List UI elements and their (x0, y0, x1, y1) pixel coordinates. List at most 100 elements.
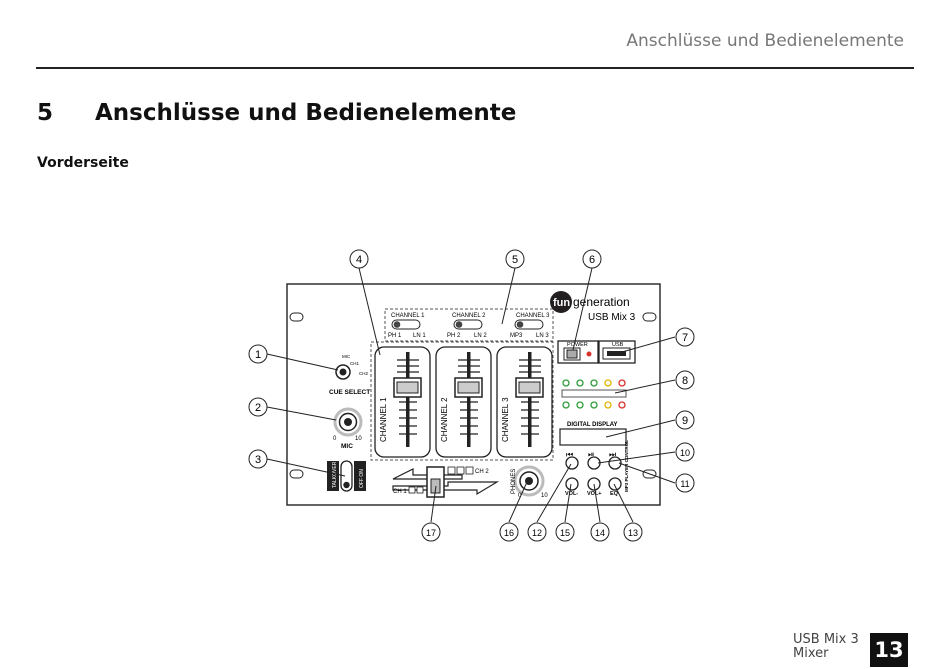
callout-14: 14 (590, 522, 610, 542)
channel-switch-right-2: LN 2 (474, 333, 487, 339)
callout-4: 4 (349, 249, 369, 269)
callout-7: 7 (675, 327, 695, 347)
subsection-title: Vorderseite (37, 155, 129, 171)
callout-13-text: 13 (628, 528, 638, 538)
phones-min: 0 (518, 493, 522, 499)
callout-8: 8 (675, 370, 695, 390)
digital-display (559, 428, 627, 446)
mic-knob-label: MIC (341, 443, 353, 450)
header-rule (36, 67, 914, 69)
fader-label-3: CHANNEL 3 (501, 397, 510, 442)
callout-11: 11 (675, 473, 695, 493)
callout-11-text: 11 (680, 479, 689, 489)
callout-4-text: 4 (356, 254, 362, 266)
talkover-label: TALKOVER (332, 461, 338, 488)
channel-switch-1: CHANNEL 1 PH 1 LN 1 (388, 313, 426, 339)
channel-switch-3: CHANNEL 3 MP3 LN 3 (510, 313, 550, 339)
talkover-switch: TALKOVER OFF ON (327, 460, 366, 492)
callout-12: 12 (527, 522, 547, 542)
brand-generation: generation (573, 295, 630, 309)
mic-knob: 0 10 MIC (333, 407, 363, 450)
callout-17: 17 (421, 522, 441, 542)
footer-product: USB Mix 3 Mixer (793, 633, 859, 661)
callout-5-text: 5 (512, 254, 518, 266)
channel-switch-2: CHANNEL 2 PH 2 LN 2 (447, 313, 487, 339)
callout-9-text: 9 (682, 415, 688, 427)
rack-slot-br (642, 469, 657, 479)
callout-6: 6 (582, 249, 602, 269)
callout-2-text: 2 (255, 402, 261, 414)
usb-port: USB (598, 340, 636, 364)
brand-fun: fun (553, 297, 570, 309)
eq-label: EQ (610, 491, 619, 497)
callout-16-text: 16 (504, 528, 514, 538)
section-number: 5 (37, 100, 54, 126)
vol-minus-label: VOL- (565, 491, 578, 497)
mic-knob-max: 10 (355, 436, 362, 442)
vol-plus-label: VOL+ (587, 491, 602, 497)
channel-switch-title-1: CHANNEL 1 (391, 313, 425, 319)
play-pause-icon: ⏯ (588, 450, 594, 459)
callout-10: 10 (675, 442, 695, 462)
callout-9: 9 (675, 410, 695, 430)
page-number: 13 (870, 633, 908, 667)
digital-display-label: DIGITAL DISPLAY (567, 422, 618, 428)
channel-switch-left-1: PH 1 (388, 333, 402, 339)
callout-8-text: 8 (682, 375, 688, 387)
callout-7-text: 7 (682, 332, 688, 344)
callout-15-text: 15 (560, 528, 570, 538)
callout-1-text: 1 (255, 349, 261, 361)
rack-slot-tl (289, 312, 304, 322)
fader-channel-3: CHANNEL 3 (496, 346, 553, 458)
phones-knob: PHONES 0 10 (511, 465, 548, 499)
cue-label-mic: MIC (342, 354, 351, 359)
callouts: 1 2 3 4 5 6 7 8 9 10 11 17 16 12 15 14 1… (248, 249, 695, 542)
callout-15: 15 (555, 522, 575, 542)
callout-13: 13 (623, 522, 643, 542)
cue-label-ch2: CH2 (359, 371, 368, 376)
next-icon: ⏭ (609, 450, 616, 459)
model-label: USB Mix 3 (588, 312, 636, 323)
callout-5: 5 (505, 249, 525, 269)
rack-slot-tr (642, 312, 657, 322)
callout-16: 16 (499, 522, 519, 542)
prev-icon: ⏮ (566, 450, 573, 459)
fader-channel-2: CHANNEL 2 (435, 346, 492, 458)
cue-select-label: CUE SELECT (329, 389, 370, 396)
crossfader-ch2: CH 2 (475, 469, 489, 475)
leader-lines (266, 267, 676, 523)
callout-12-text: 12 (532, 528, 542, 538)
led-meter (561, 379, 627, 409)
power-label: POWER (567, 342, 588, 348)
fader-group-outline (370, 341, 554, 461)
rack-slot-bl (289, 469, 304, 479)
channel-switch-title-3: CHANNEL 3 (516, 313, 550, 319)
phones-label: PHONES (511, 469, 517, 494)
channel-switch-title-2: CHANNEL 2 (452, 313, 486, 319)
crossfader-ch1: CH 1 (393, 489, 407, 495)
running-header: Anschlüsse und Bedienelemente (626, 31, 904, 51)
callout-6-text: 6 (589, 254, 595, 266)
callout-17-text: 17 (426, 528, 436, 538)
usb-label: USB (612, 342, 624, 348)
channel-switch-right-1: LN 1 (413, 333, 426, 339)
footer-product-line1: USB Mix 3 (793, 632, 859, 647)
cue-select-knob: MIC CH1 CH2 CUE SELECT (329, 354, 370, 396)
mic-knob-min: 0 (333, 436, 337, 442)
cue-label-ch1: CH1 (350, 361, 359, 366)
brand-logo: fun generation (550, 291, 630, 313)
callout-3-text: 3 (255, 454, 261, 466)
fader-channel-1: CHANNEL 1 (374, 346, 431, 458)
section-title: Anschlüsse und Bedienelemente (95, 100, 517, 126)
channel-switch-left-3: MP3 (510, 333, 523, 339)
fader-label-1: CHANNEL 1 (379, 397, 388, 442)
talkover-off-on: OFF ON (359, 469, 365, 488)
channel-switch-right-3: LN 3 (536, 333, 549, 339)
callout-10-text: 10 (680, 448, 690, 458)
callout-1: 1 (248, 344, 268, 364)
callout-14-text: 14 (595, 528, 605, 538)
fader-label-2: CHANNEL 2 (440, 397, 449, 442)
channel-switch-left-2: PH 2 (447, 333, 461, 339)
callout-2: 2 (248, 397, 268, 417)
